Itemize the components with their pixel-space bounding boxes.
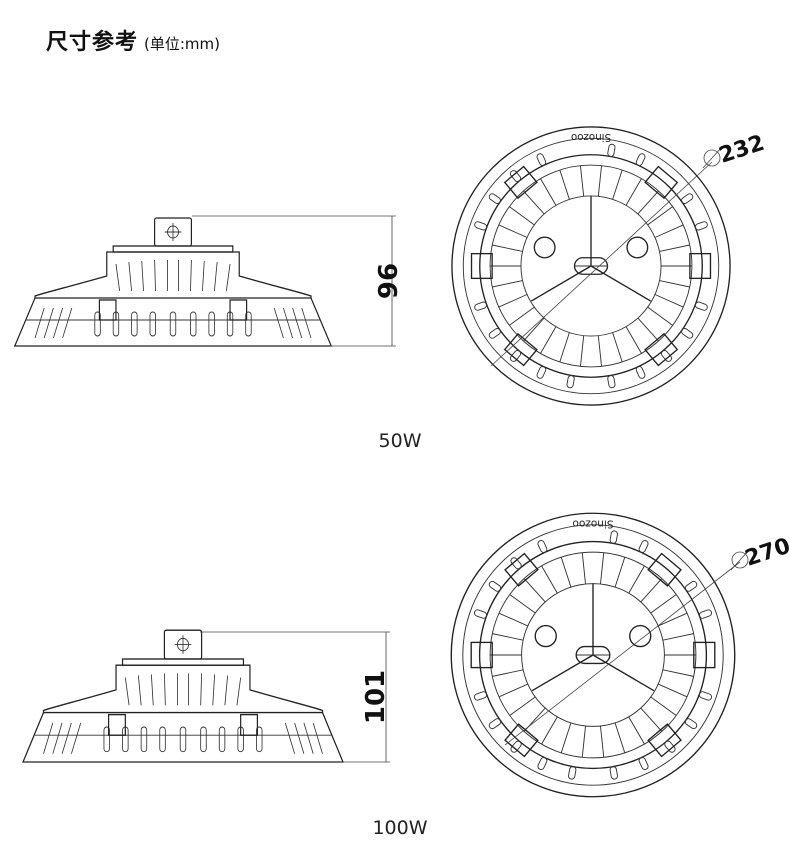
side-view-50w — [14, 217, 332, 347]
diameter-dimension-100w: 270 — [504, 534, 790, 746]
diameter-value-100w: 270 — [742, 534, 790, 572]
caption-50w: 50W — [379, 430, 422, 452]
side-view-100w — [22, 629, 344, 763]
title-text: 尺寸参考 — [46, 30, 139, 55]
unit-label: (单位:mm) — [144, 35, 220, 53]
diameter-value-50w: 232 — [716, 131, 767, 169]
logo-text-100w: Sinozoo — [572, 518, 613, 530]
logo-text-50w: Sinozoo — [571, 131, 611, 143]
top-view-100w: Sinozoo — [450, 512, 736, 798]
height-value-100w: 101 — [361, 670, 391, 724]
top-view-50w: Sinozoo — [451, 126, 731, 406]
height-dimension-100w: 101 — [200, 631, 391, 763]
height-dimension-50w: 96 — [192, 215, 404, 347]
height-value-50w: 96 — [374, 263, 404, 299]
page-title: 尺寸参考 (单位:mm) — [46, 24, 220, 56]
caption-100w: 100W — [372, 817, 427, 839]
